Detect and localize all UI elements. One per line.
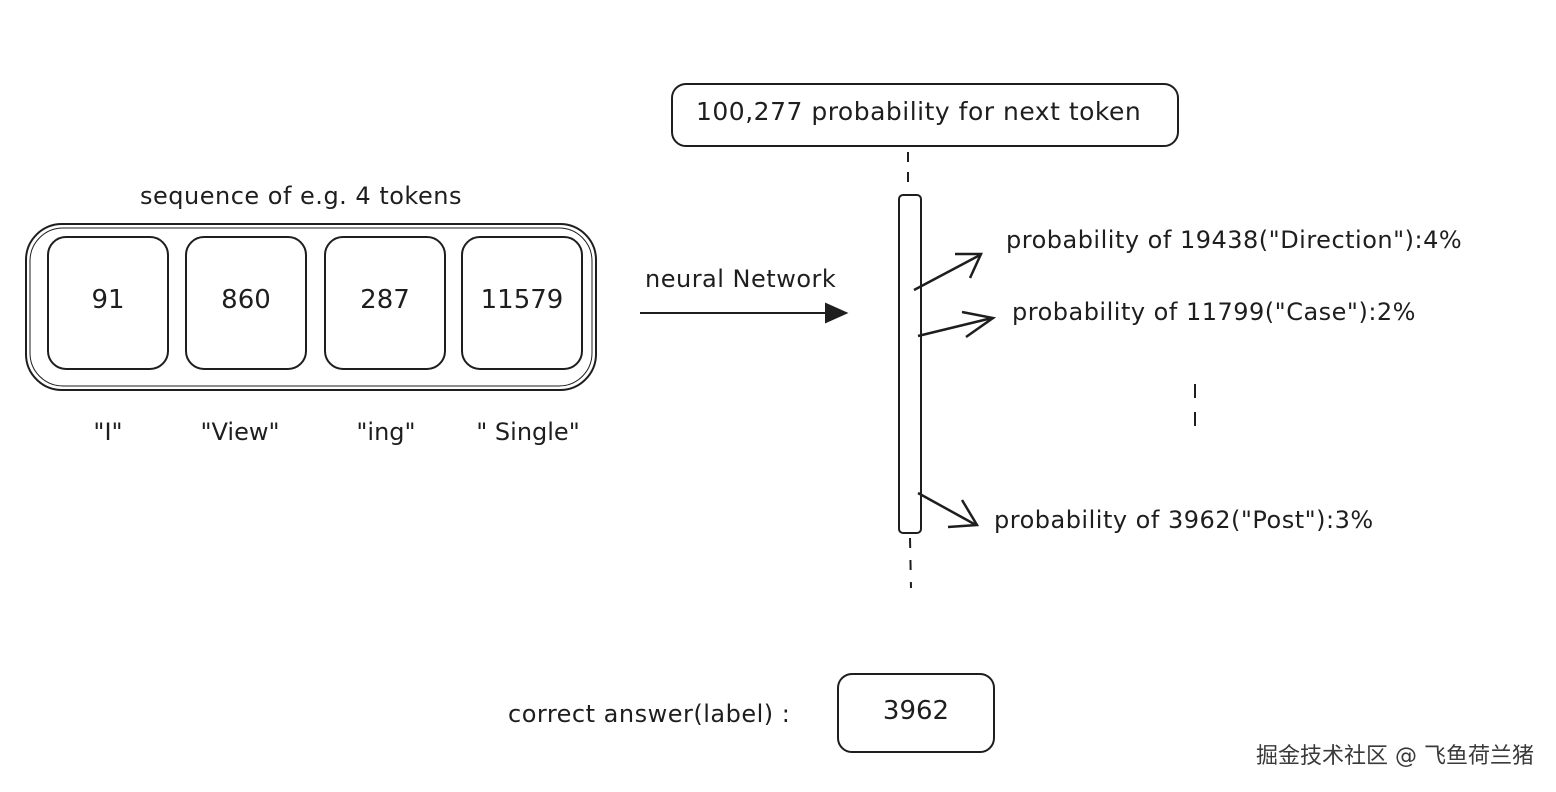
probability-label-2: probability of 11799("Case"):2%	[1012, 298, 1416, 326]
token-box-3	[324, 236, 446, 370]
token-text-2: "View"	[200, 418, 280, 446]
prob-arrow-3-head	[947, 499, 980, 529]
prob-arrow-1-head	[955, 252, 983, 279]
prob-arrow-3-line	[917, 491, 977, 527]
token-text-4: " Single"	[476, 418, 580, 446]
prob-arrow-2-line	[917, 316, 993, 338]
sequence-container	[25, 223, 597, 391]
token-id-1: 91	[91, 285, 125, 315]
probability-label-3: probability of 3962("Post"):3%	[994, 506, 1374, 534]
token-id-4: 11579	[480, 285, 564, 315]
probability-label-1: probability of 19438("Direction"):4%	[1006, 226, 1463, 254]
answer-box	[837, 673, 995, 753]
sequence-container-inner	[29, 227, 593, 387]
answer-label: correct answer(label) :	[508, 700, 791, 728]
token-box-1	[47, 236, 169, 370]
output-header-text: 100,277 probability for next token	[696, 97, 1142, 126]
output-bar	[898, 194, 922, 534]
token-box-2	[185, 236, 307, 370]
token-id-3: 287	[360, 285, 410, 315]
network-label: neural Network	[645, 265, 837, 293]
sequence-title: sequence of e.g. 4 tokens	[140, 182, 462, 210]
dashed-connector-bottom	[909, 537, 912, 589]
answer-value: 3962	[882, 696, 950, 726]
prob-arrow-1-line	[913, 253, 981, 292]
input-arrow-head	[825, 302, 849, 324]
token-text-1: "I"	[93, 418, 123, 446]
prob-arrow-2-head	[961, 310, 997, 339]
token-id-2: 860	[221, 285, 271, 315]
token-text-3: "ing"	[356, 418, 416, 446]
output-header-box	[671, 83, 1179, 147]
watermark: 掘金技术社区 @ 飞鱼荷兰猪	[1256, 744, 1534, 769]
token-box-4	[461, 236, 583, 370]
